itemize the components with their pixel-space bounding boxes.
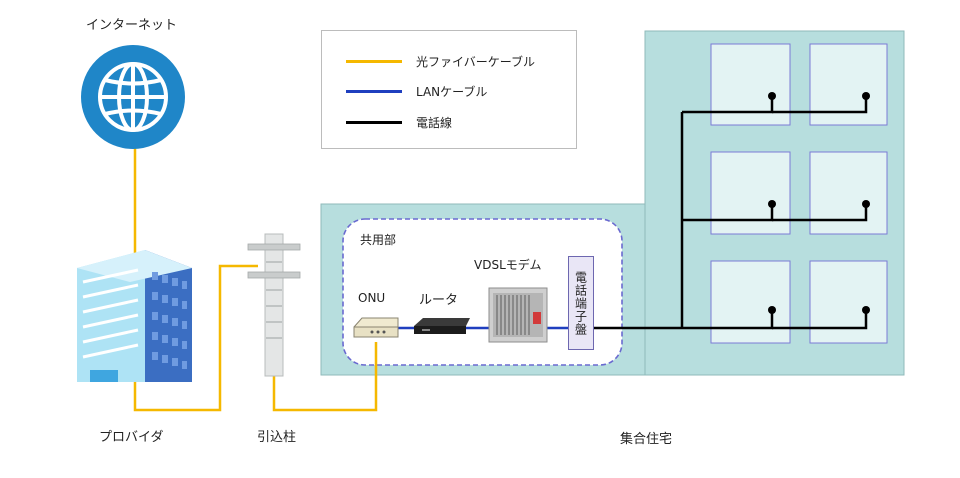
legend-item-phone: 電話線 [346, 112, 452, 132]
vdsl-modem-icon [488, 287, 548, 343]
legend-label-lan: LANケーブル [416, 84, 488, 99]
legend-item-fiber: 光ファイバーケーブル [346, 51, 535, 71]
globe-icon [81, 45, 185, 149]
room [710, 151, 791, 235]
legend-swatch-phone [346, 120, 402, 124]
label-provider: プロバイダ [99, 430, 164, 445]
telephone-terminal-panel: 電話端子盤 [568, 256, 594, 350]
label-pole: 引込柱 [257, 430, 297, 445]
label-onu: ONU [358, 291, 386, 305]
office-building-icon [77, 250, 192, 382]
legend-swatch-fiber [346, 59, 402, 63]
phone-lines [594, 96, 868, 330]
legend-label-fiber: 光ファイバーケーブル [416, 54, 536, 69]
onu-device-icon [353, 317, 399, 338]
label-router: ルータ [419, 293, 459, 308]
legend: 光ファイバーケーブル LANケーブル 電話線 [321, 30, 577, 149]
label-apartment: 集合住宅 [620, 432, 673, 447]
router-device-icon [414, 318, 470, 334]
utility-pole-icon [247, 233, 301, 377]
fiber-cable [133, 140, 378, 412]
label-internet: インターネット [86, 18, 178, 33]
legend-item-lan: LANケーブル [346, 81, 487, 101]
label-common-area: 共用部 [360, 233, 397, 247]
label-vdsl-modem: VDSLモデム [474, 258, 542, 272]
legend-swatch-lan [346, 89, 402, 93]
room [710, 260, 791, 344]
legend-label-phone: 電話線 [416, 115, 453, 130]
phone-jacks [768, 92, 870, 314]
room [809, 151, 888, 235]
room [809, 260, 888, 344]
